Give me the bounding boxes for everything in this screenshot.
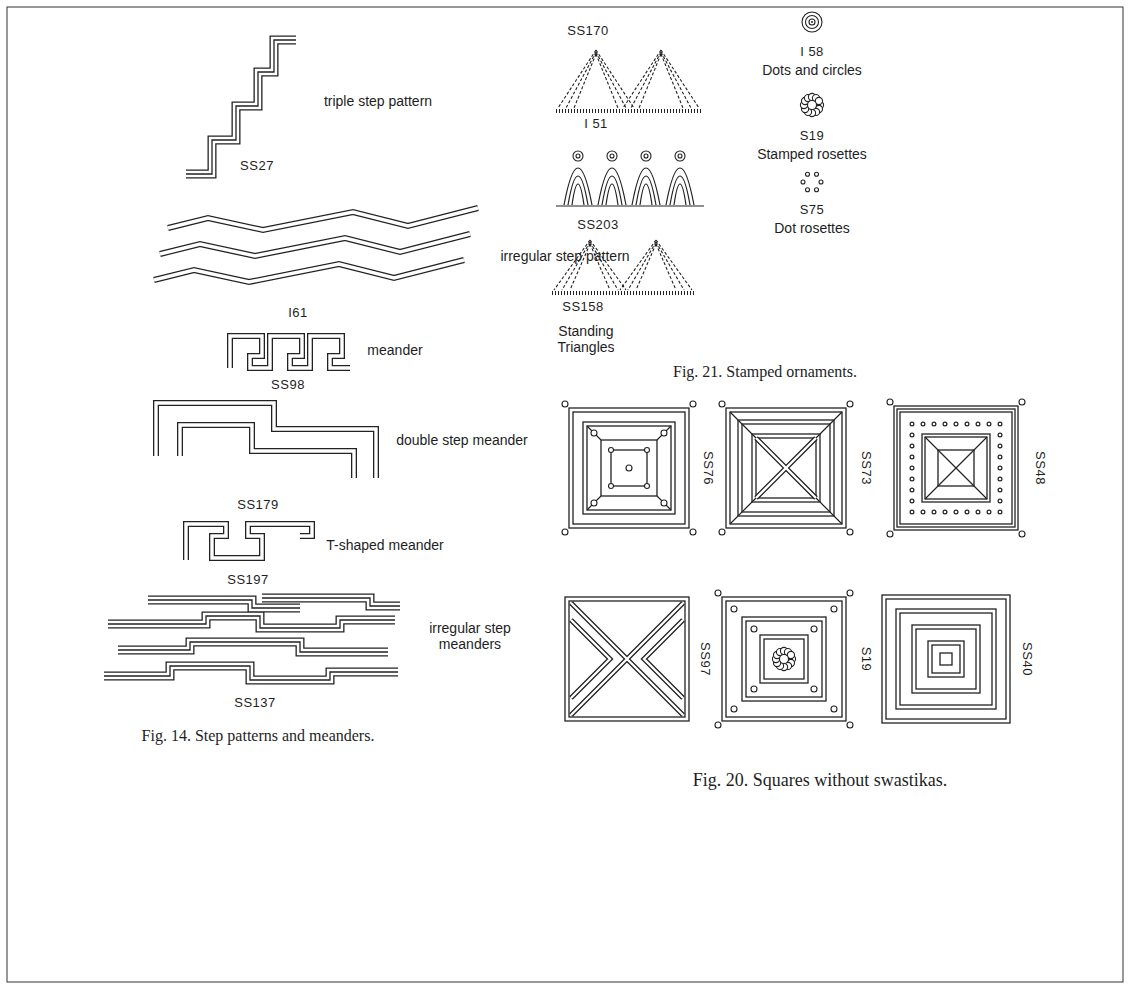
t-shaped-meander (186, 524, 312, 560)
triple-step-pattern (186, 40, 296, 174)
pattern-label: Dot rosettes (774, 220, 849, 236)
catalog-number: S19 (800, 128, 825, 144)
catalog-number: I61 (288, 305, 308, 321)
figure-caption: Fig. 20. Squares without swastikas. (693, 772, 948, 788)
catalog-number: SS76 (700, 451, 716, 485)
catalog-number: I 51 (584, 116, 608, 132)
pattern-label: double step meander (396, 432, 528, 448)
pattern-label: T-shaped meander (326, 537, 444, 553)
pattern-label: Stamped rosettes (757, 146, 867, 162)
catalog-number: I 58 (800, 44, 824, 60)
page-frame (7, 7, 1123, 982)
figure-caption: Fig. 14. Step patterns and meanders. (142, 728, 375, 744)
catalog-number: SS203 (577, 217, 619, 233)
pattern-label: Dots and circles (762, 62, 862, 78)
catalog-number: SS170 (567, 23, 609, 39)
dots-and-circles (802, 12, 822, 32)
catalog-number: SS48 (1032, 451, 1048, 485)
irregular-step-pattern (154, 208, 478, 282)
pattern-label: triple step pattern (324, 93, 432, 109)
meander-pattern (230, 336, 350, 368)
stamped-rosette (800, 93, 823, 116)
catalog-number: SS98 (271, 377, 305, 393)
arches-with-circles (556, 151, 704, 206)
catalog-number: SS197 (227, 572, 269, 588)
irregular-step-meanders (104, 598, 400, 680)
square-ss73 (719, 401, 853, 535)
pattern-label: meander (367, 342, 422, 358)
square-ss76 (562, 401, 696, 535)
pattern-label: Standing Triangles (546, 323, 626, 355)
catalog-number: SS97 (697, 642, 713, 676)
figure-caption: Fig. 21. Stamped ornaments. (673, 364, 857, 380)
square-s19 (715, 590, 853, 728)
catalog-number: S19 (858, 647, 874, 672)
catalog-number: SS73 (858, 451, 874, 485)
pattern-label: irregular step pattern (500, 248, 629, 264)
pattern-label: irregular step meanders (415, 620, 525, 652)
hatched-triangles (556, 50, 702, 111)
double-step-meander (156, 403, 376, 478)
standing-triangles (552, 240, 694, 293)
square-ss48 (887, 399, 1025, 537)
catalog-number: S75 (800, 202, 825, 218)
catalog-number: SS179 (237, 497, 279, 513)
square-ss97 (565, 597, 689, 721)
square-ss40 (882, 595, 1010, 723)
catalog-number: SS137 (234, 695, 276, 711)
catalog-number: SS27 (240, 158, 274, 174)
catalog-number: SS158 (562, 299, 604, 315)
catalog-number: SS40 (1019, 642, 1035, 676)
dot-rosette (801, 172, 823, 192)
